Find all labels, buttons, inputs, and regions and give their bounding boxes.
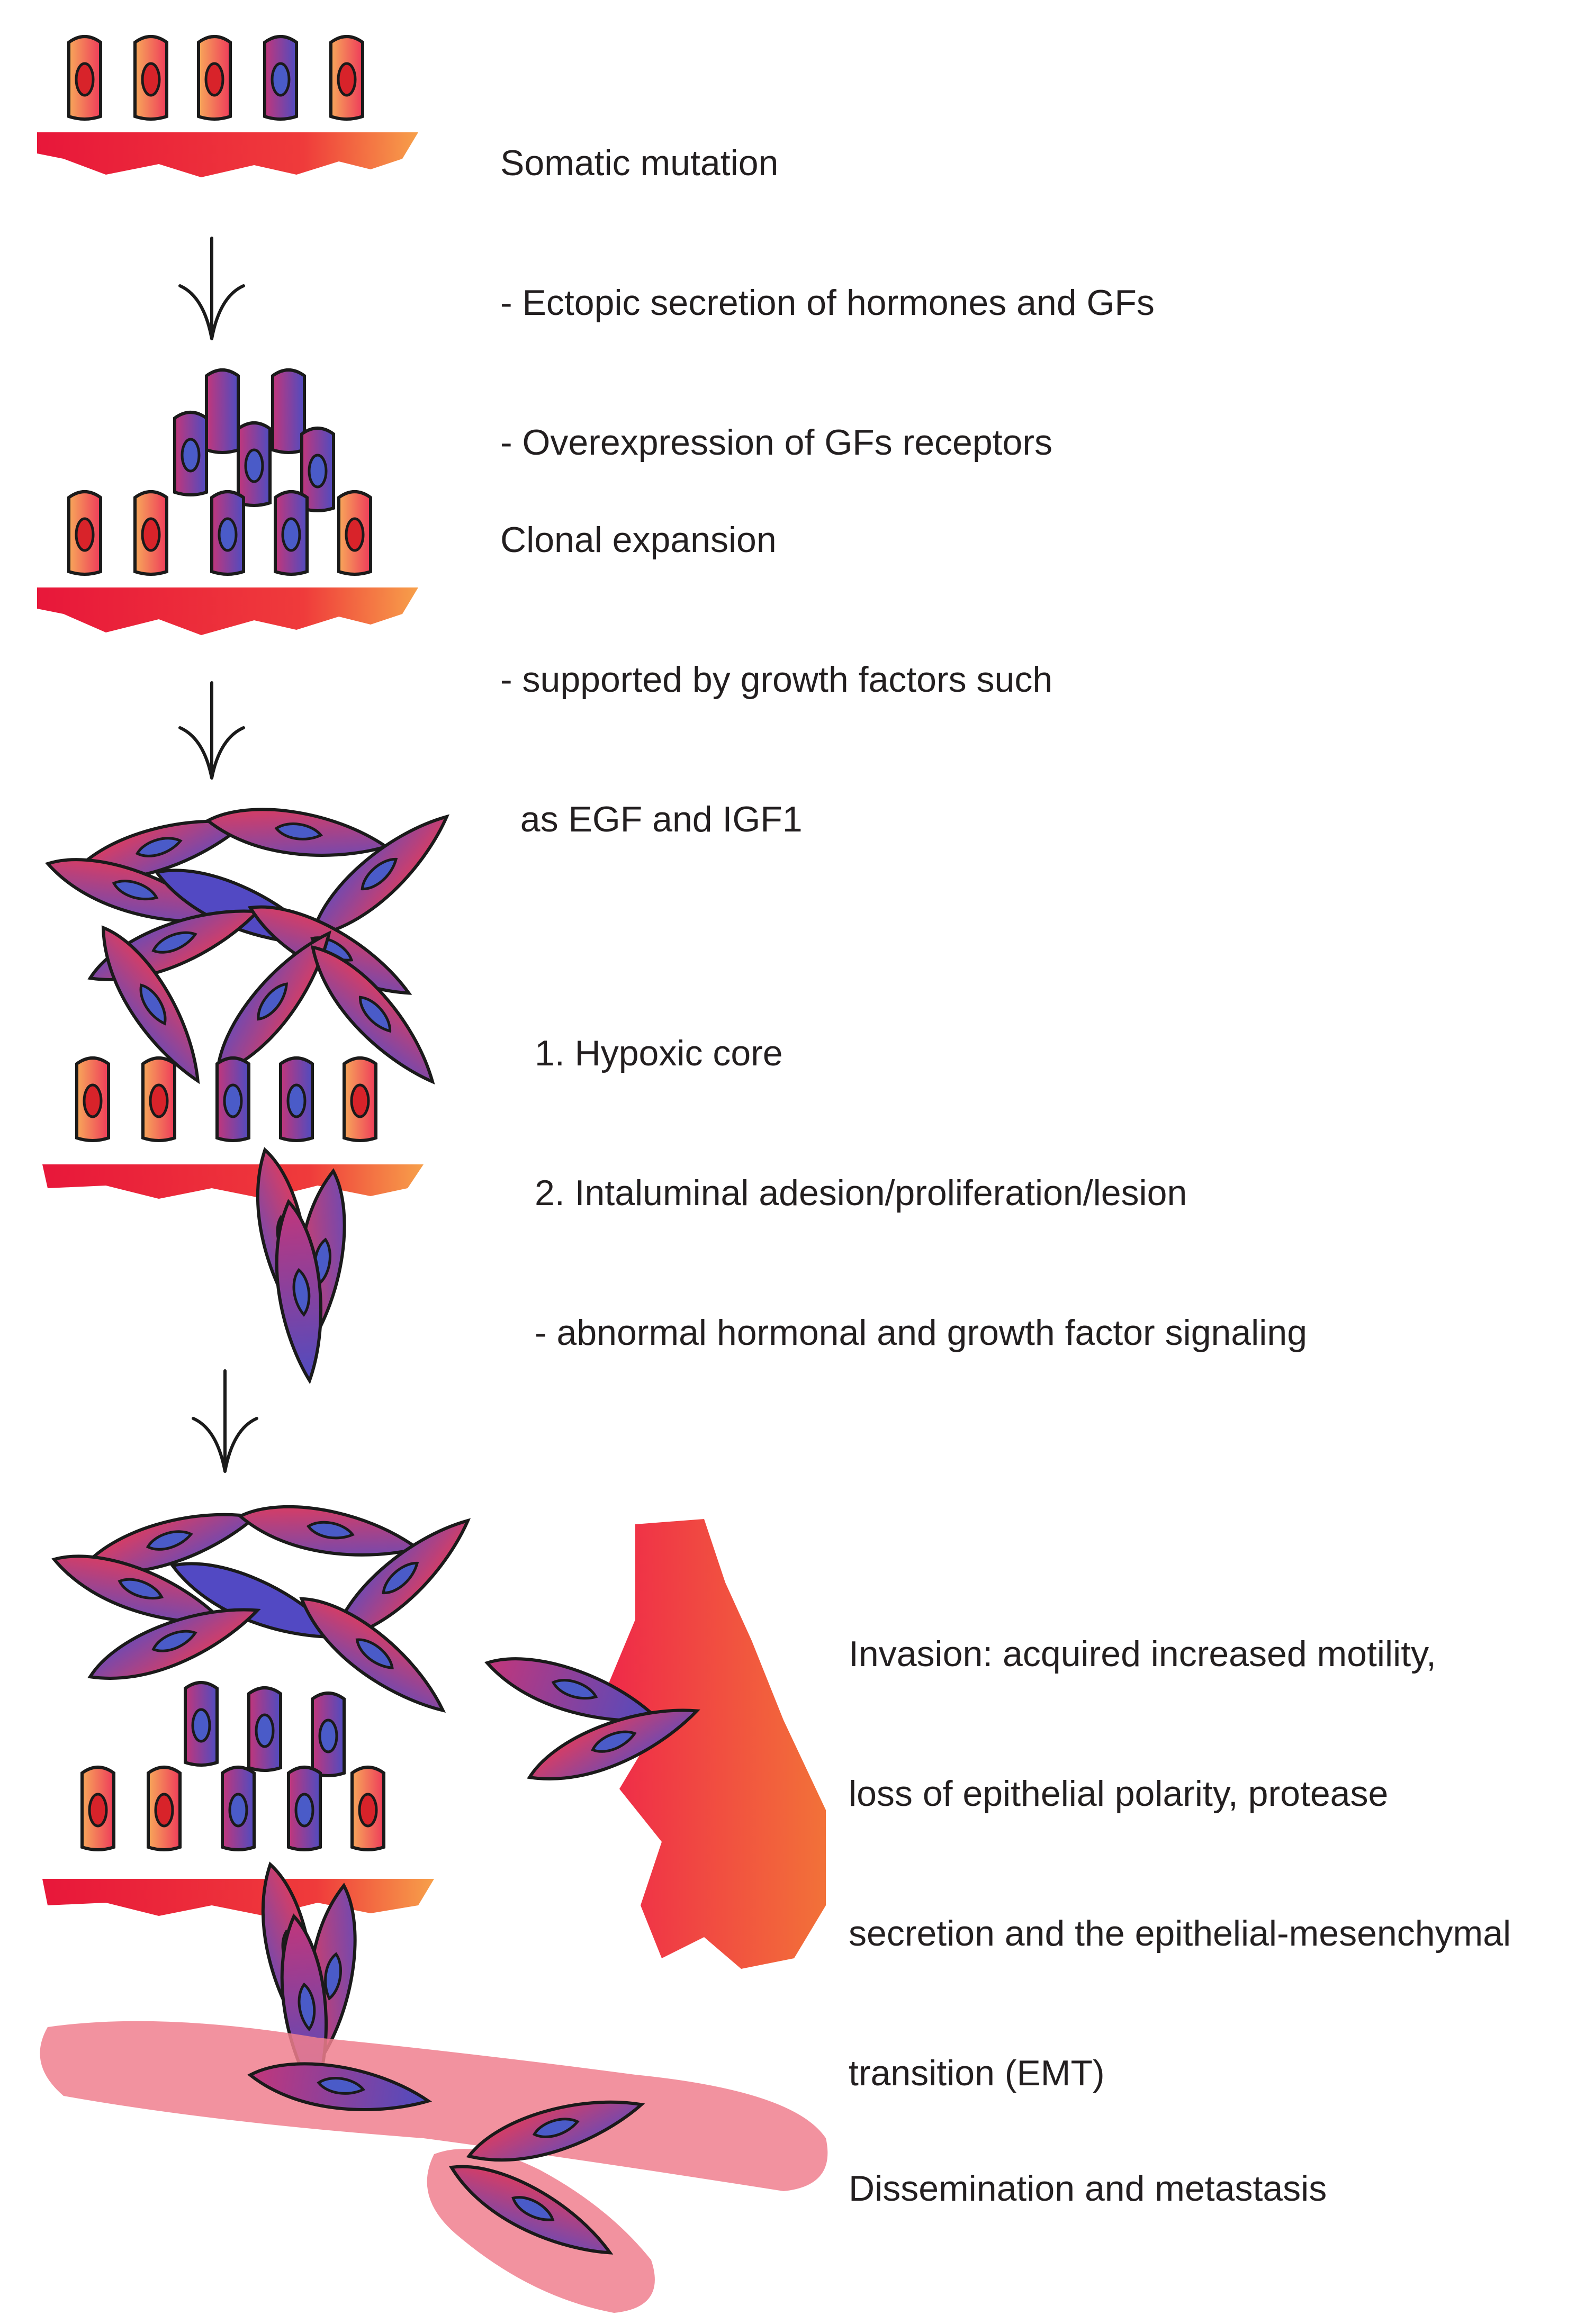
stage3-stroma (42, 1164, 424, 1199)
stage-2-caption: Clonal expansion - supported by growth f… (500, 423, 1052, 889)
stage-3-line-1: 1. Hypoxic core (535, 1033, 783, 1073)
arrow-1 (178, 237, 245, 340)
stage-2-title: Clonal expansion (500, 520, 777, 560)
stage-5-title: Dissemination and metastasis (849, 2168, 1327, 2209)
stage1-epithelium (37, 37, 418, 177)
stage-2-line-2: as EGF and IGF1 (500, 799, 803, 839)
blood-vessel (40, 2021, 828, 2191)
stage-1-title: Somatic mutation (500, 143, 779, 183)
stage5-dissemination (40, 2021, 828, 2313)
stage3-lesion (42, 798, 462, 1383)
invading-stroma (609, 1519, 826, 1969)
arrow-2 (178, 681, 245, 780)
stage-1-caption: Somatic mutation - Ectopic secretion of … (500, 47, 1155, 512)
stage-3-caption: 1. Hypoxic core 2. Intaluminal adesion/p… (535, 937, 1307, 1403)
stage2-clonal-expansion (37, 370, 418, 635)
stage-1-line-2: - Overexpression of GFs receptors (500, 422, 1053, 463)
stage4-invasion (42, 1493, 826, 2097)
stage-4-line-2: loss of epithelial polarity, protease (849, 1774, 1389, 1814)
stage-4-line-4: transition (EMT) (849, 2053, 1105, 2093)
stage-2-line-1: - supported by growth factors such (500, 659, 1053, 700)
stage-3-line-3: - abnormal hormonal and growth factor si… (535, 1313, 1308, 1353)
stage-4-line-3: secretion and the epithelial-mesenchymal (849, 1913, 1511, 1954)
stage4-stroma (42, 1879, 434, 1916)
stage-4-caption: Invasion: acquired increased motility, l… (849, 1538, 1511, 2143)
stage-4-line-1: Invasion: acquired increased motility, (849, 1634, 1436, 1674)
stage-3-line-2: 2. Intaluminal adesion/proliferation/les… (535, 1173, 1187, 1213)
arrow-3 (192, 1369, 258, 1473)
stage-1-line-1: - Ectopic secretion of hormones and GFs (500, 283, 1155, 323)
stage2-stroma (37, 587, 418, 635)
stage1-stroma (37, 132, 418, 177)
stage-5-caption: Dissemination and metastasis (849, 2072, 1327, 2258)
